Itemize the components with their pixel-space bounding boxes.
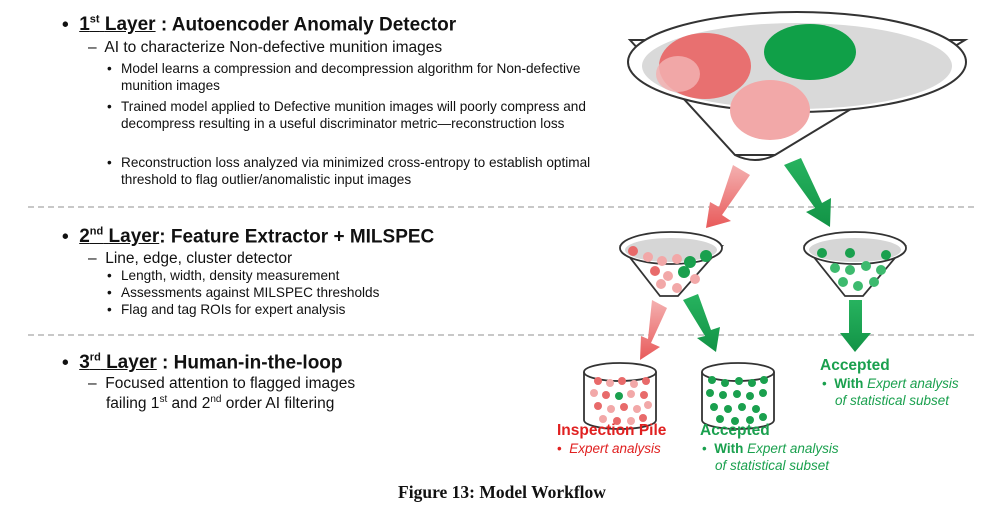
layer1-sub: – AI to characterize Non-defective munit… [88,39,443,56]
divider-2 [28,334,974,336]
inspection-pile-title: Inspection Pile [557,422,667,439]
accepted-bin [701,362,775,430]
layer2-bullet-1: Length, width, density measurement [107,267,521,284]
layer1-bullet-1: Model learns a compression and decompres… [107,60,591,94]
main-funnel-green-blob [764,24,856,80]
inspection-pile-sub: • Expert analysis [557,441,661,456]
main-funnel-pink-blob-1 [656,56,700,92]
arrow-red-1 [706,165,750,228]
arrow-red-2 [640,300,667,360]
left-small-funnel [619,231,724,297]
layer2-bullet-3: Flag and tag ROIs for expert analysis [107,301,521,318]
right-small-funnel [803,231,907,297]
layer3-heading: • 3rd Layer : Human-in-the-loop [62,352,343,374]
accepted-sub-1-line2: of statistical subset [715,458,830,473]
arrow-green-1 [784,158,831,227]
layer2-heading: • 2nd Layer: Feature Extractor + MILSPEC [62,226,435,248]
main-funnel-pink-blob-2 [730,80,810,140]
divider-1 [28,206,974,208]
accepted-title-2: Accepted [820,357,890,374]
accepted-sub-2-line2: of statistical subset [835,393,950,408]
layer3-sub-line2: failing 1st and 2nd order AI filtering [106,394,335,413]
inspection-pile-bin [583,362,657,430]
arrow-green-3 [840,300,871,352]
figure-caption: Figure 13: Model Workflow [398,482,606,502]
accepted-sub-1-line1: • With Expert analysis [702,441,839,456]
arrow-green-2 [683,294,720,352]
accepted-title-1: Accepted [700,422,770,439]
layer1-bullet-3: Reconstruction loss analyzed via minimiz… [107,154,591,188]
accepted-sub-2-line1: • With Expert analysis [822,376,959,391]
layer2-sub: – Line, edge, cluster detector [88,250,293,267]
layer1-heading: • 1st Layer : Autoencoder Anomaly Detect… [62,14,457,36]
layer3-sub-line1: – Focused attention to flagged images [88,375,356,392]
main-funnel [627,11,969,161]
layer2-bullet-2: Assessments against MILSPEC thresholds [107,284,521,301]
layer1-bullet-2: Trained model applied to Defective munit… [107,98,596,132]
